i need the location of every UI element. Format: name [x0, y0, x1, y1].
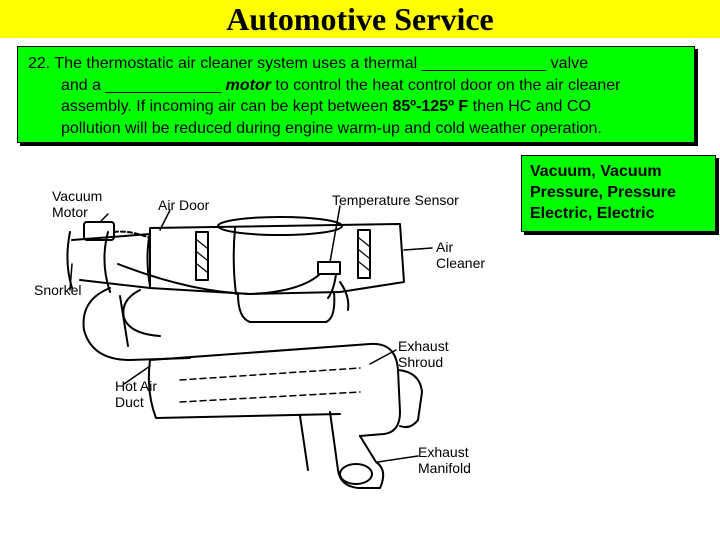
- label-vacuum-motor: Vacuum: [52, 188, 102, 204]
- label-hot-air-duct: Duct: [115, 394, 144, 410]
- air-cleaner-housing: [146, 216, 405, 323]
- question-text: assembly. If incoming air can be kept be…: [61, 98, 393, 115]
- title-bar: Automotive Service: [0, 0, 720, 38]
- label-air-cleaner: Cleaner: [436, 255, 485, 271]
- emphasis-motor: motor: [225, 76, 271, 94]
- leader-lines: [69, 205, 433, 463]
- vacuum-hoses: [117, 261, 350, 311]
- question-line-4: pollution will be reduced during engine …: [61, 119, 602, 137]
- vacuum-motor: [83, 221, 151, 241]
- page-title: Automotive Service: [226, 1, 494, 37]
- air-cleaner-diagram: Vacuum Motor Air Door Temperature Sensor…: [34, 188, 485, 489]
- answer-choices-box: Vacuum, Vacuum Pressure, Pressure Electr…: [521, 155, 716, 232]
- label-exhaust-manifold: Manifold: [418, 460, 471, 476]
- emphasis-temperature: 85º-125º F: [392, 98, 469, 115]
- question-text: and a _____________: [61, 76, 226, 94]
- label-air-door: Air Door: [158, 197, 210, 213]
- label-vacuum-motor: Motor: [52, 204, 88, 220]
- question-text: to control the heat control door on the …: [270, 76, 621, 94]
- question-text: then HC and CO: [468, 98, 591, 115]
- label-temperature-sensor: Temperature Sensor: [332, 192, 459, 208]
- question-line-2: and a _____________ motor to control the…: [28, 75, 686, 97]
- exhaust-manifold: [147, 342, 423, 489]
- question-box: 22. The thermostatic air cleaner system …: [17, 46, 695, 143]
- answer-choice: Electric, Electric: [530, 205, 655, 222]
- question-line-1: 22. The thermostatic air cleaner system …: [28, 55, 589, 72]
- label-snorkel: Snorkel: [34, 282, 81, 298]
- label-exhaust-shroud: Shroud: [398, 354, 443, 370]
- answer-choice: Pressure, Pressure: [530, 184, 676, 201]
- label-hot-air-duct: Hot Air: [115, 378, 157, 394]
- question-line-3: assembly. If incoming air can be kept be…: [28, 96, 686, 118]
- label-exhaust-shroud: Exhaust: [398, 338, 449, 354]
- label-exhaust-manifold: Exhaust: [418, 444, 469, 460]
- diagram-labels: Vacuum Motor Air Door Temperature Sensor…: [34, 188, 485, 476]
- answer-choice: Vacuum, Vacuum: [530, 163, 662, 180]
- label-air-cleaner: Air: [436, 239, 453, 255]
- hot-air-duct: [82, 287, 191, 361]
